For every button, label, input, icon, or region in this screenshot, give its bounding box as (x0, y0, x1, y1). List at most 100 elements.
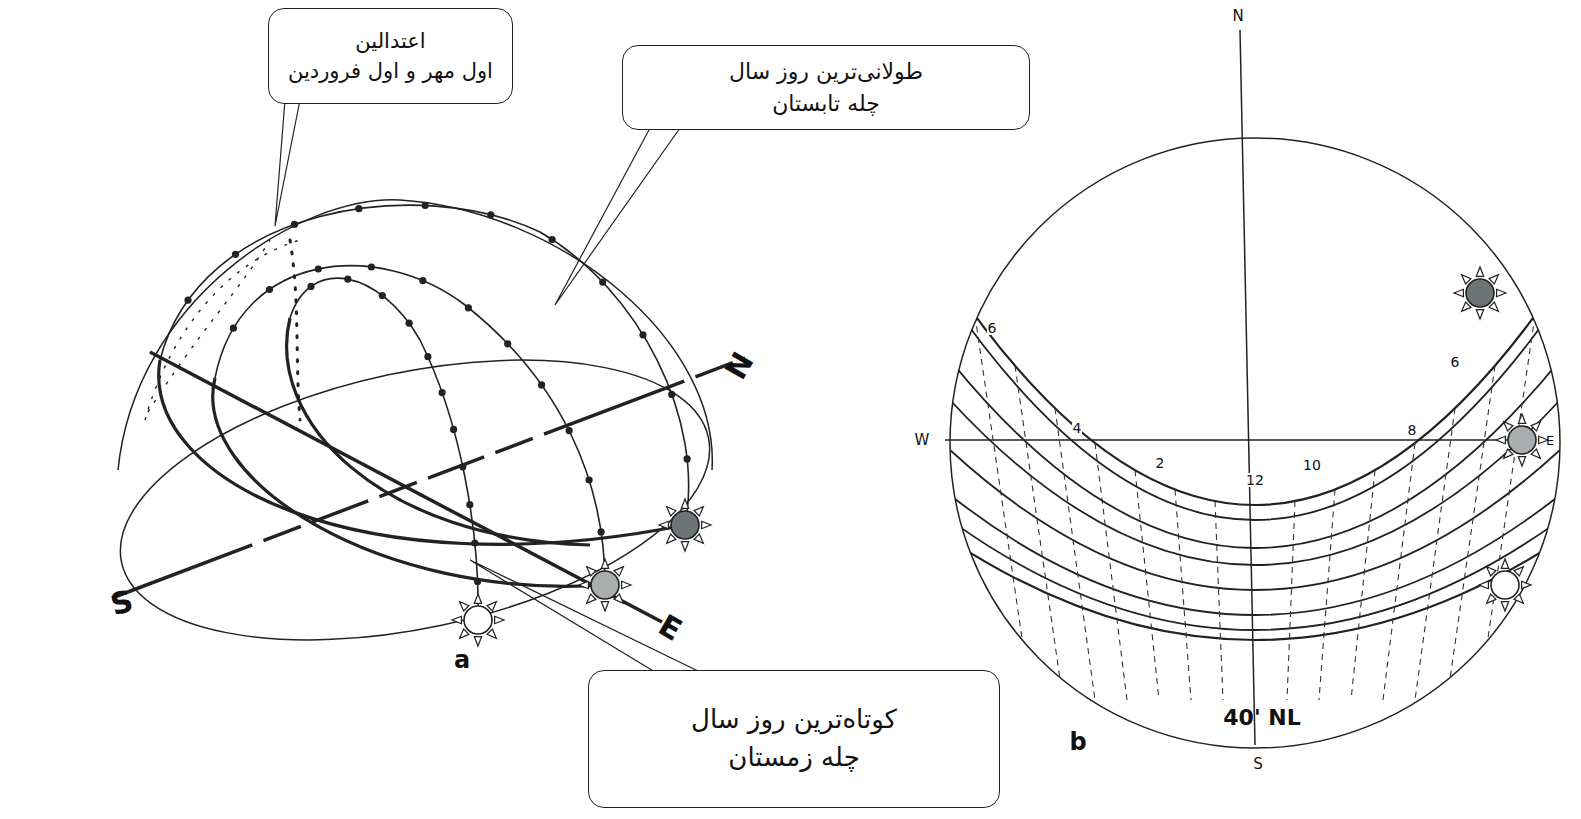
winter-night-path (287, 318, 590, 545)
callout-text: چله تابستان (772, 88, 880, 120)
callout-box: طولانی‌ترین روز سالچله تابستان (622, 45, 1030, 130)
east-west-axis (150, 352, 662, 622)
chart-circle (950, 138, 1560, 748)
hour-dot (538, 381, 545, 388)
sun-ray (587, 567, 596, 576)
sun-path-arc (950, 300, 1560, 520)
sun-symbols (452, 267, 1548, 646)
sun-ray (1501, 559, 1508, 568)
axis-letter: N (721, 348, 760, 385)
hour-dot (266, 286, 273, 293)
sun-ray (614, 594, 623, 603)
axis-letter: E (654, 610, 687, 646)
hour-dot (459, 463, 466, 470)
horizon-ellipse (95, 312, 735, 687)
sun-path-arcs (950, 280, 1560, 700)
sun-disc (591, 571, 619, 599)
hour-line (1015, 366, 1063, 700)
hour-dot (424, 353, 431, 360)
sun-ray (1476, 267, 1483, 276)
winter-sun-path (290, 278, 478, 620)
east-west-line (945, 439, 1535, 441)
hour-line (1319, 490, 1335, 701)
callout-text: چله زمستان (728, 739, 859, 777)
chart-label: E (1546, 434, 1554, 447)
sun-path-arc (950, 520, 1560, 630)
sun-ray (622, 581, 631, 588)
sun-symbol (579, 559, 631, 611)
sun-ray (460, 602, 469, 611)
chart-label: 10 (1302, 458, 1322, 472)
sun-symbol (659, 499, 711, 551)
hour-line (1383, 443, 1415, 700)
sun-ray (1497, 289, 1506, 296)
sun-ray (495, 616, 504, 623)
hour-dot (504, 340, 511, 347)
chart-label: 40' NL (1223, 707, 1300, 729)
hour-dot (599, 279, 606, 286)
sun-ray (659, 521, 668, 528)
sun-path-arc (950, 450, 1560, 590)
sun-path-arc (950, 360, 1560, 548)
hour-dot (471, 539, 478, 546)
sun-ray (1522, 581, 1531, 588)
chart-label: 12 (1245, 473, 1265, 487)
sun-symbol (452, 594, 504, 646)
sun-path-arc (950, 280, 1560, 505)
callout-text: اعتدالین (355, 26, 425, 56)
axis-letter: a (454, 648, 470, 672)
sun-symbol (1479, 559, 1531, 611)
sun-ray (1501, 602, 1508, 611)
hour-dot (406, 320, 413, 327)
sun-ray (1504, 449, 1513, 458)
sun-ray (1518, 414, 1525, 423)
hour-dot (598, 528, 605, 535)
hour-line (1055, 408, 1095, 700)
hour-dot (566, 427, 573, 434)
hour-dot (487, 211, 494, 218)
sun-path-arc (950, 540, 1560, 640)
chart-label: S (1253, 757, 1263, 772)
hour-arc (145, 240, 300, 420)
sun-ray (1454, 289, 1463, 296)
sun-ray (1487, 594, 1496, 603)
sun-ray (667, 534, 676, 543)
hour-line (1415, 408, 1455, 700)
hour-line (1215, 501, 1223, 700)
hour-dots (184, 202, 690, 585)
hour-dot (668, 391, 675, 398)
summer-night-path (159, 360, 685, 544)
leader-line (275, 100, 300, 226)
hour-dot (230, 325, 237, 332)
hour-dot (586, 476, 593, 483)
callout-text: اول مهر و اول فروردین (288, 56, 493, 86)
hour-dot (684, 455, 691, 462)
sun-ray (681, 499, 688, 508)
sun-ray (1514, 594, 1523, 603)
equinox-sun-path (215, 266, 605, 585)
sun-ray (667, 507, 676, 516)
chart-label: 6 (1450, 355, 1461, 369)
leader-lines (275, 100, 700, 672)
hour-dot (465, 304, 472, 311)
summer-sun-path (160, 205, 689, 525)
sun-ray (1462, 302, 1471, 311)
hour-line (1095, 443, 1127, 700)
sun-chart (945, 30, 1560, 748)
chart-label: b (1069, 730, 1086, 754)
hour-line (1135, 470, 1159, 700)
hour-dot (291, 221, 298, 228)
hour-dot (450, 426, 457, 433)
chart-label: 8 (1407, 423, 1418, 437)
sun-ray (1462, 275, 1471, 284)
sun-ray (487, 629, 496, 638)
sun-ray (1531, 449, 1540, 458)
sun-ray (474, 637, 481, 646)
dome-diagram (95, 200, 745, 688)
leader-line (470, 560, 700, 672)
hour-dot (232, 251, 239, 258)
hour-arc (290, 240, 300, 420)
sun-ray (487, 602, 496, 611)
sun-ray (474, 594, 481, 603)
sun-disc (671, 511, 699, 539)
